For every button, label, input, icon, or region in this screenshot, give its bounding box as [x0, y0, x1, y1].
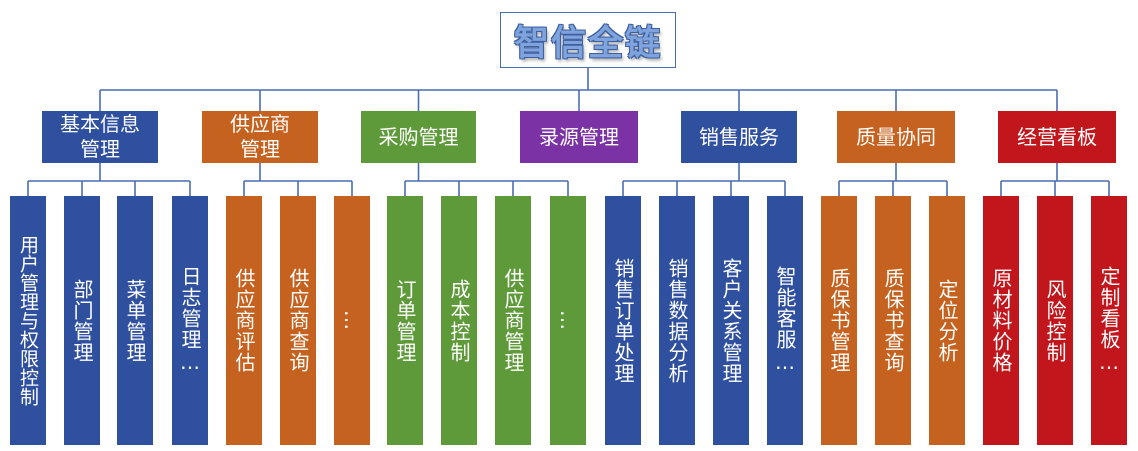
leaf-label: 菜单管理 — [123, 278, 147, 363]
root-title: 智信全链 — [513, 23, 662, 64]
leaf-node: 订单管理 — [387, 196, 423, 445]
leaf-node: 质保书查询 — [875, 196, 911, 445]
leaf-node: 质保书管理 — [821, 196, 857, 445]
leaf-node: … — [334, 196, 370, 445]
leaf-node: 日志管理… — [172, 196, 208, 445]
leaf-node: 定制看板… — [1091, 196, 1127, 445]
leaf-label: 订单管理 — [393, 278, 417, 363]
leaf-node: 销售数据分析 — [659, 196, 695, 445]
leaf-node: 部门管理 — [64, 196, 100, 445]
category-supplier: 供应商 管理 — [202, 111, 318, 163]
leaf-node: 风险控制 — [1037, 196, 1073, 445]
leaf-label: 质保书管理 — [827, 268, 851, 373]
leaf-node: 客户关系管理 — [713, 196, 749, 445]
leaf-node: 供应商查询 — [280, 196, 316, 445]
leaf-label: 供应商管理 — [501, 268, 525, 373]
leaf-node: 智能客服… — [767, 196, 803, 445]
category-sales: 销售服务 — [681, 111, 797, 163]
leaf-node: 用户管理与权限控制 — [10, 196, 46, 445]
leaf-label: 风险控制 — [1043, 278, 1067, 363]
leaf-label: 成本控制 — [447, 278, 471, 363]
leaf-label: 定位分析 — [935, 278, 959, 363]
root-node: 智信全链 — [500, 12, 676, 68]
leaf-label: 销售数据分析 — [665, 257, 689, 384]
leaf-label: … — [556, 310, 580, 331]
leaf-label: 用户管理与权限控制 — [17, 235, 39, 406]
leaf-node: 定位分析 — [929, 196, 965, 445]
leaf-node: 原材料价格 — [983, 196, 1019, 445]
category-quality: 质量协同 — [837, 111, 955, 163]
category-basic-info: 基本信息 管理 — [42, 111, 158, 163]
leaf-label: 部门管理 — [70, 278, 94, 363]
leaf-label: 原材料价格 — [989, 268, 1013, 373]
leaf-label: 供应商查询 — [286, 268, 310, 373]
leaf-label: 定制看板… — [1097, 266, 1121, 375]
leaf-label: 日志管理… — [178, 266, 202, 375]
category-dashboard: 经营看板 — [998, 111, 1116, 163]
category-procurement: 采购管理 — [361, 111, 476, 163]
leaf-label: … — [340, 310, 364, 331]
leaf-label: 质保书查询 — [881, 268, 905, 373]
leaf-label: 智能客服… — [773, 266, 797, 375]
leaf-node: 供应商管理 — [495, 196, 531, 445]
leaf-label: 销售订单处理 — [611, 257, 635, 384]
leaf-node: 销售订单处理 — [605, 196, 641, 445]
leaf-node: … — [550, 196, 586, 445]
leaf-node: 成本控制 — [441, 196, 477, 445]
leaf-node: 供应商评估 — [226, 196, 262, 445]
category-source: 录源管理 — [520, 111, 638, 163]
leaf-label: 客户关系管理 — [719, 257, 743, 384]
leaf-label: 供应商评估 — [232, 268, 256, 373]
leaf-node: 菜单管理 — [117, 196, 153, 445]
